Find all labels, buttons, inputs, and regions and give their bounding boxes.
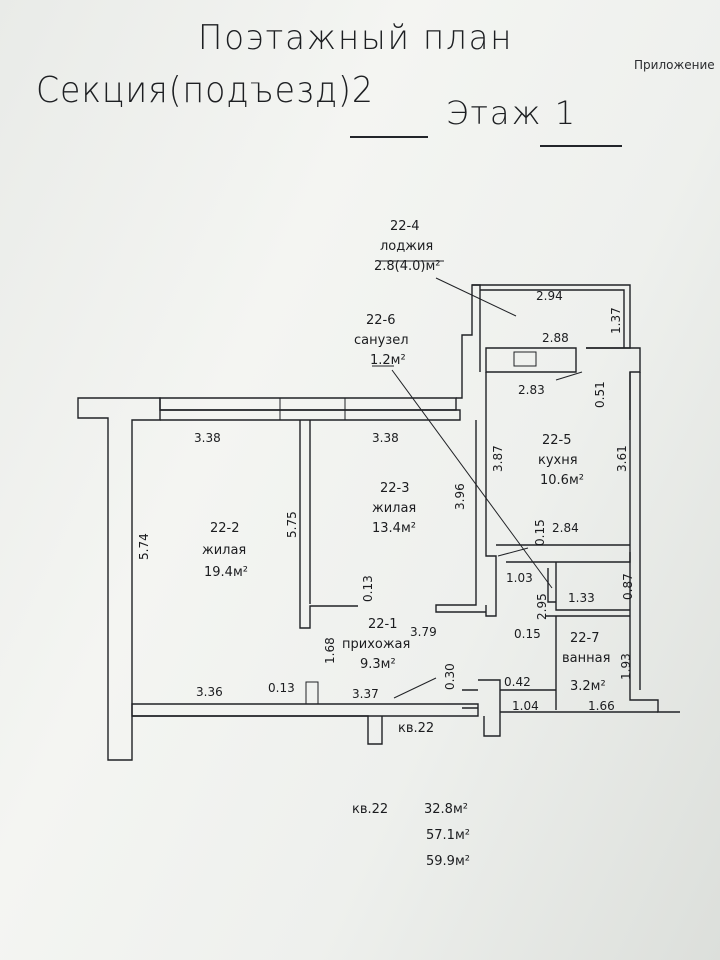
room-22-7-id: 22-7 <box>570 631 600 646</box>
dim-2-83: 2.83 <box>518 383 545 397</box>
dim-0-30: 0.30 <box>443 663 457 690</box>
room-22-3-id: 22-3 <box>380 481 410 496</box>
room-22-6-id: 22-6 <box>366 313 396 328</box>
dim-0-42: 0.42 <box>504 675 531 689</box>
room-22-2-area: 19.4м² <box>204 565 248 580</box>
room-22-2-name: жилая <box>202 543 246 558</box>
dim-3-87: 3.87 <box>491 445 505 472</box>
dim-3-38-b: 3.38 <box>372 431 399 445</box>
top-wall-living <box>159 397 457 411</box>
dim-2-88: 2.88 <box>542 331 569 345</box>
kitchen-left-wall <box>485 372 497 617</box>
room-22-5-name: кухня <box>538 453 578 468</box>
dim-0-15-b: 0.15 <box>514 627 541 641</box>
dim-1-93: 1.93 <box>619 653 633 680</box>
dim-2-94: 2.94 <box>536 289 563 303</box>
room-22-7-name: ванная <box>562 651 610 666</box>
dim-1-04: 1.04 <box>512 699 539 713</box>
room-22-6-area: 1.2м² <box>370 353 406 368</box>
room-22-1-name: прихожая <box>342 637 410 652</box>
top-wall-inner <box>160 409 461 421</box>
dim-1-03: 1.03 <box>506 571 533 585</box>
total-area: 57.1м² <box>426 828 470 843</box>
dim-3-96: 3.96 <box>453 483 467 510</box>
room-22-6-name: санузел <box>354 333 409 348</box>
dim-1-66: 1.66 <box>588 699 615 713</box>
bathroom-wall <box>456 284 481 399</box>
dim-5-74: 5.74 <box>137 533 151 560</box>
dim-2-95: 2.95 <box>535 593 549 620</box>
section-label: Секция(подъезд)2 <box>36 70 374 111</box>
room-22-4-area: 2.8(4.0)м² <box>374 259 441 274</box>
right-outer-wall <box>629 372 680 713</box>
apartment-label: кв.22 <box>398 721 434 736</box>
room-22-1-id: 22-1 <box>368 617 398 632</box>
plan-title: Поэтажный план <box>198 18 514 58</box>
left-outer-wall <box>77 397 161 761</box>
totals-label: кв.22 <box>352 802 389 817</box>
dim-1-37: 1.37 <box>609 307 623 334</box>
room-22-3-name: жилая <box>372 501 416 516</box>
bottom-wall <box>131 703 479 717</box>
room-22-2-id: 22-2 <box>210 521 240 536</box>
dim-0-13-a: 0.13 <box>361 575 375 602</box>
dim-3-61: 3.61 <box>615 445 629 472</box>
dim-3-36: 3.36 <box>196 685 223 699</box>
dim-1-33: 1.33 <box>568 591 595 605</box>
room-22-4-name: лоджия <box>380 239 433 254</box>
section-underline <box>350 136 428 138</box>
room-22-1-area: 9.3м² <box>360 657 396 672</box>
dim-0-51: 0.51 <box>593 381 607 408</box>
dim-1-68: 1.68 <box>323 637 337 664</box>
room-22-4-id: 22-4 <box>390 219 420 234</box>
room-22-5-area: 10.6м² <box>540 473 584 488</box>
dim-5-75: 5.75 <box>285 511 299 538</box>
dim-0-13-b: 0.13 <box>268 681 295 695</box>
partition-22-2-22-3 <box>299 420 358 629</box>
room-22-3-area: 13.4м² <box>372 521 416 536</box>
room-22-7-area: 3.2м² <box>570 679 606 694</box>
dim-3-79: 3.79 <box>410 625 437 639</box>
appendix-label: Приложение <box>634 58 715 72</box>
total-area-with-loggia: 59.9м² <box>426 854 470 869</box>
dim-2-84: 2.84 <box>552 521 579 535</box>
dim-3-37: 3.37 <box>352 687 379 701</box>
floor-label: Этаж 1 <box>446 94 578 132</box>
room-22-5-id: 22-5 <box>542 433 572 448</box>
floor-underline <box>540 145 622 147</box>
dim-3-38-a: 3.38 <box>194 431 221 445</box>
total-living-area: 32.8м² <box>424 802 468 817</box>
kitchen-top-wall <box>485 347 577 373</box>
dim-0-87: 0.87 <box>621 573 635 600</box>
dim-0-15-a: 0.15 <box>533 519 547 546</box>
